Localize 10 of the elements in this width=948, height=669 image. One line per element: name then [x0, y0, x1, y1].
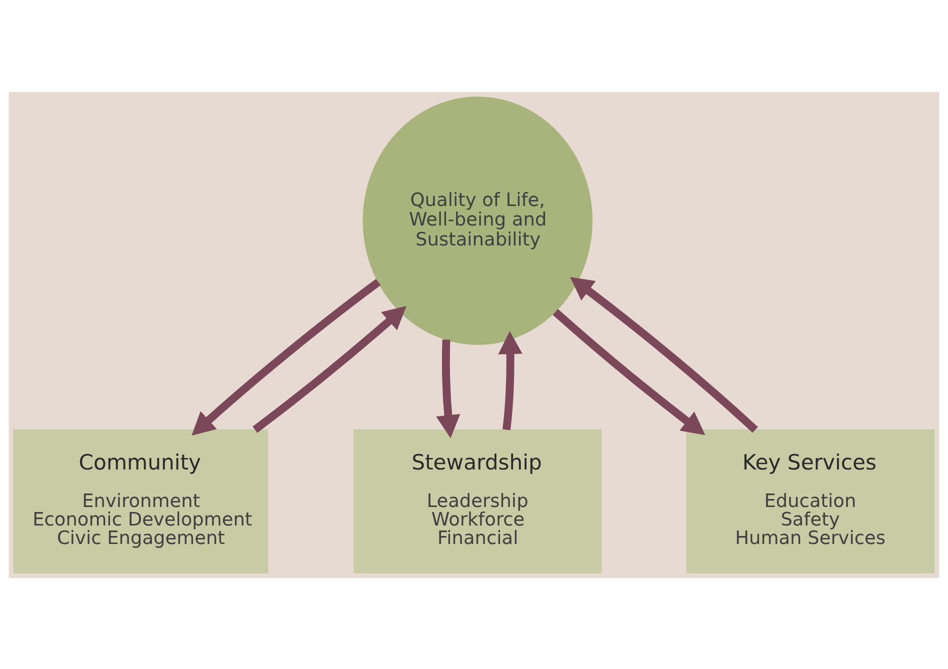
node-box: Key Services Education Safety Human Services	[686, 428, 935, 573]
arrow	[252, 305, 406, 432]
arrow	[436, 338, 460, 438]
arrow	[552, 308, 706, 435]
arrow	[498, 330, 522, 430]
node-box: Community Environment Economic Development Civic Engagement	[13, 428, 268, 573]
node-box: Stewardship Leadership Workforce Financial	[353, 428, 602, 573]
arrow	[570, 276, 758, 432]
arrow	[192, 278, 381, 436]
node-circle: Quality of Life, Well-being and Sustainability	[362, 96, 593, 344]
